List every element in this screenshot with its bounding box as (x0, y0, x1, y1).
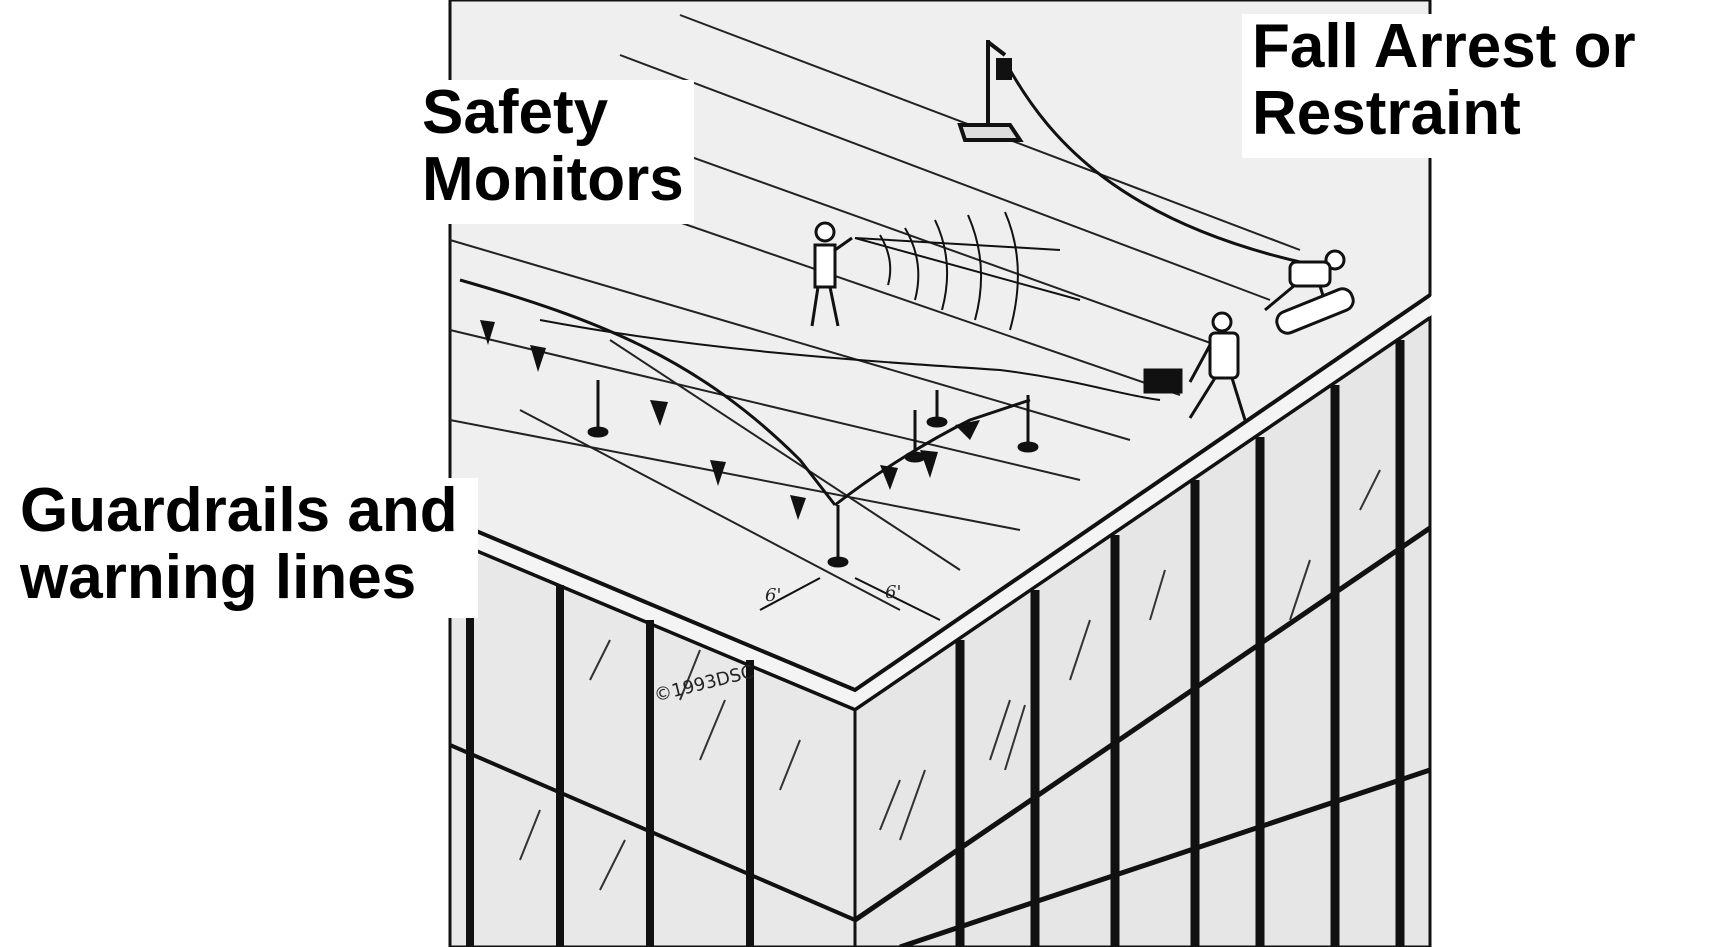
fall-arrest-label: Fall Arrest or Restraint (1242, 14, 1636, 158)
guardrails-line-2: warning lines (20, 545, 458, 612)
guardrails-line-1: Guardrails and (20, 478, 458, 545)
safety-monitors-line-1: Safety (422, 80, 684, 147)
fall-arrest-line-1: Fall Arrest or (1252, 14, 1636, 81)
dimension-label-right: 6' (885, 582, 901, 603)
dimension-label-left: 6' (765, 585, 781, 606)
safety-monitors-line-2: Monitors (422, 147, 684, 214)
fall-arrest-line-2: Restraint (1252, 81, 1636, 148)
guardrails-label: Guardrails and warning lines (20, 478, 478, 618)
safety-monitors-label: Safety Monitors (422, 80, 694, 224)
